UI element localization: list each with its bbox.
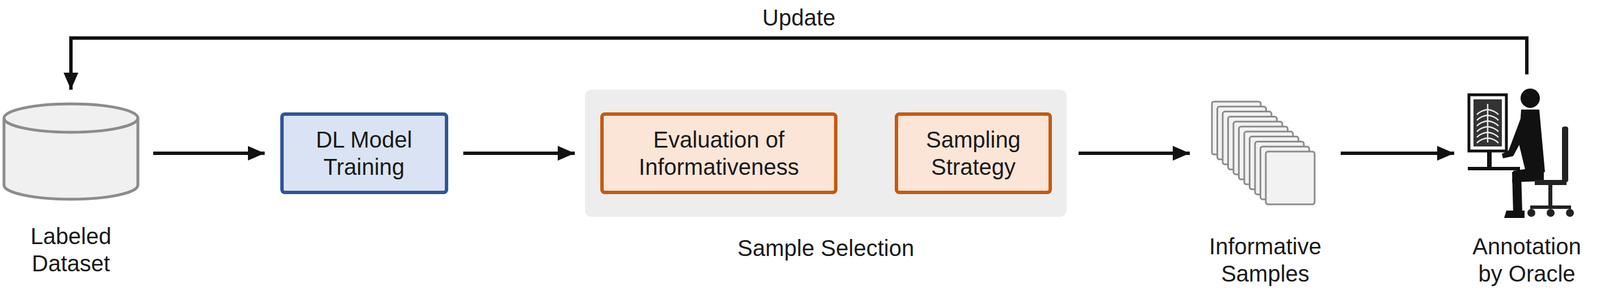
- chair-wheel: [1527, 208, 1536, 217]
- cylinder-body: [3, 103, 138, 200]
- shin: [1512, 171, 1523, 213]
- flow-arrow: [70, 38, 1527, 90]
- edge-label: Update: [758, 3, 841, 32]
- group-band: Sample SelectionEvaluation of Informativ…: [584, 89, 1067, 217]
- process-box: DL Model Training: [280, 112, 449, 195]
- chair-wheel: [1565, 208, 1574, 217]
- chair-back: [1561, 126, 1569, 183]
- flow-arrow: [153, 151, 265, 155]
- database-cylinder: Labeled Dataset: [2, 102, 140, 201]
- group-label: Sample Selection: [737, 234, 915, 262]
- process-box: Evaluation of Informativeness: [600, 112, 838, 195]
- chair-seat: [1534, 179, 1567, 185]
- box-label: Sampling Strategy: [911, 125, 1037, 181]
- cylinder-rim: [3, 118, 138, 133]
- sample-card: [1265, 151, 1315, 205]
- icon-label: Informative Samples: [1194, 232, 1337, 288]
- icon-label: Labeled Dataset: [8, 222, 134, 277]
- monitor-stand: [1487, 150, 1492, 168]
- xray-ribs: [1476, 103, 1499, 143]
- process-box: Sampling Strategy: [894, 112, 1052, 195]
- chair-post: [1548, 184, 1553, 206]
- arm: [1501, 114, 1530, 159]
- sample-stack: [1210, 99, 1321, 208]
- head: [1520, 88, 1540, 108]
- chair-wheel: [1546, 208, 1555, 217]
- annotator-figure: Annotation by Oracle: [1467, 86, 1586, 220]
- icon-label: Annotation by Oracle: [1458, 232, 1595, 288]
- box-label: DL Model Training: [296, 125, 433, 181]
- chair-base: [1530, 205, 1572, 209]
- annotator-figure: [1467, 86, 1586, 220]
- foot: [1504, 210, 1525, 218]
- flow-arrow: [1340, 151, 1455, 155]
- desk-top: [1467, 166, 1520, 171]
- flow-arrow: [1078, 151, 1190, 155]
- xray-image: [1473, 99, 1502, 147]
- sample-stack: Informative Samples: [1210, 99, 1321, 208]
- box-label: Evaluation of Informativeness: [622, 125, 816, 181]
- monitor-frame: [1468, 94, 1507, 151]
- flow-arrow: [463, 151, 576, 155]
- database-cylinder: [2, 102, 140, 201]
